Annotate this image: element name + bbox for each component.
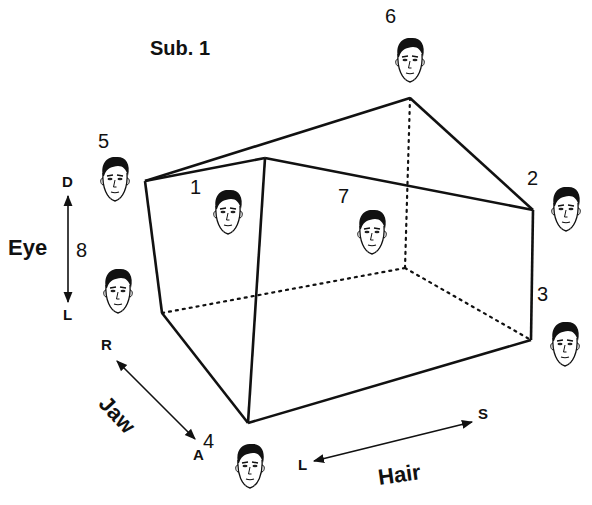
- face-icon: [104, 269, 133, 313]
- callout-number: 4: [203, 431, 214, 451]
- axis-end: L: [63, 307, 72, 322]
- face-icon: [101, 157, 130, 201]
- callout-number: 3: [537, 284, 548, 304]
- axis-end: L: [298, 457, 307, 472]
- axis-arrows: [68, 196, 472, 461]
- face-icon: [214, 190, 243, 234]
- face-icon: [396, 38, 425, 82]
- callout-number: 2: [527, 168, 538, 188]
- face-icon: [551, 322, 580, 366]
- face-icon: [236, 444, 265, 488]
- face-icon: [358, 210, 387, 254]
- subject-title: Sub. 1: [150, 38, 210, 58]
- axis-end: A: [193, 447, 204, 462]
- hidden-edges: [162, 98, 531, 340]
- solid-edges: [145, 98, 533, 423]
- axis-end: S: [478, 406, 488, 421]
- face-icons: [101, 38, 581, 488]
- callout-number: 8: [76, 240, 87, 260]
- callout-number: 6: [385, 6, 396, 26]
- face-icon: [552, 187, 581, 231]
- axis-name: Jaw: [95, 392, 139, 437]
- axis-name: Hair: [377, 461, 422, 489]
- axis-end: D: [62, 174, 73, 189]
- callout-number: 5: [98, 131, 109, 151]
- callout-number: 1: [190, 177, 201, 197]
- callout-number: 7: [338, 186, 349, 206]
- axis-end: R: [101, 337, 112, 352]
- axis-name: Eye: [8, 237, 47, 259]
